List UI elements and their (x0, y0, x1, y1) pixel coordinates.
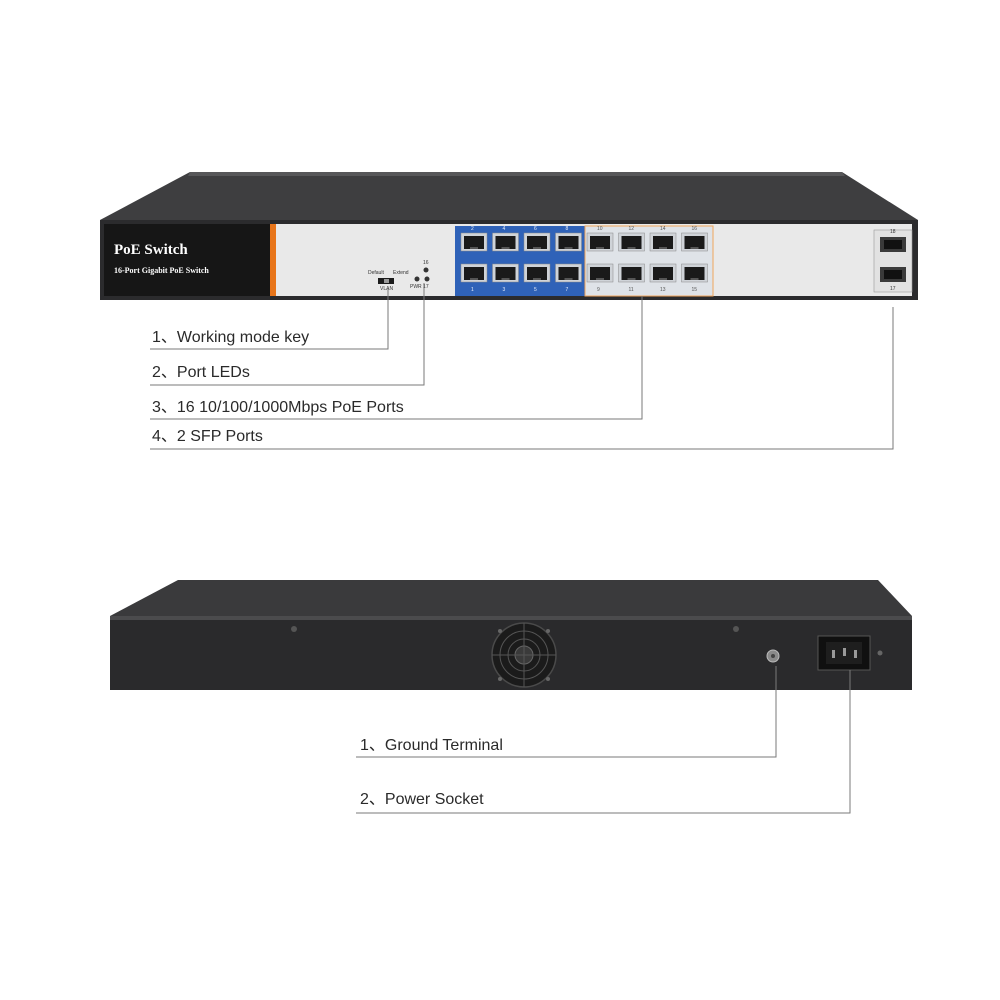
rj45-port-opening (495, 267, 516, 280)
leader-line-mode-key (150, 289, 389, 350)
port-number-label: 7 (565, 287, 569, 293)
rj45-port-opening (590, 267, 610, 280)
rj45-port-opening (621, 267, 642, 280)
port-number-label: 10 (597, 226, 603, 232)
rj45-port-latch (533, 278, 541, 280)
rj45-port-latch (690, 278, 699, 280)
callout-sfp-ports: 4、2 SFP Ports (152, 428, 263, 445)
rear-screw-right (733, 626, 739, 632)
sfp-label-18: 18 (890, 229, 896, 235)
rj45-port-opening (621, 236, 642, 249)
rj45-port-opening (590, 236, 610, 249)
rj45-port-latch (501, 247, 510, 249)
port-number-label: 8 (565, 226, 569, 232)
rj45-port-opening (495, 236, 516, 249)
rj45-port-opening (464, 236, 484, 249)
callout-ground-terminal: 1、Ground Terminal (360, 737, 503, 754)
brand-badge (104, 224, 270, 296)
rj45-port-opening (558, 267, 579, 280)
port-number-label: 12 (628, 226, 635, 232)
port-number-label: 1 (471, 287, 474, 293)
port-number-label: 3 (502, 287, 506, 293)
rj45-port-latch (627, 247, 636, 249)
rj45-port-latch (596, 247, 604, 249)
rj45-port-latch (596, 278, 604, 280)
brand-subtitle: 16-Port Gigabit PoE Switch (114, 266, 209, 275)
rj45-port-grid (460, 232, 708, 283)
rj45-port-latch (501, 278, 510, 280)
leader-line-leds (150, 283, 425, 386)
rear-device-top (110, 580, 912, 616)
led-label-pwr: PWR 17 (410, 284, 429, 290)
leader-line-power (356, 670, 851, 814)
rj45-port-latch (470, 278, 478, 280)
callout-working-mode-key: 1、Working mode key (152, 329, 310, 346)
sfp-label-17: 17 (890, 286, 896, 292)
leader-line-ground (356, 666, 777, 758)
rj45-port-latch (659, 278, 667, 280)
port-number-label: 13 (660, 287, 666, 293)
rj45-port-latch (690, 247, 699, 249)
switch-label-extend: Extend (393, 270, 409, 276)
rj45-port-latch (564, 247, 573, 249)
port-number-label: 9 (597, 287, 600, 293)
rj45-port-latch (533, 247, 541, 249)
front-device-top (100, 172, 918, 220)
rj45-port-opening (558, 236, 579, 249)
port-number-label: 6 (534, 226, 537, 232)
port-number-label: 5 (534, 287, 537, 293)
rj45-port-opening (464, 267, 484, 280)
rj45-port-latch (470, 247, 478, 249)
switch-label-default: Default (368, 270, 384, 276)
rj45-port-latch (564, 278, 573, 280)
leader-line-sfp (150, 307, 894, 450)
port-number-label: 14 (660, 226, 666, 232)
brand-title: PoE Switch (114, 242, 188, 258)
port-number-label: 15 (691, 287, 698, 293)
port-number-label: 4 (502, 226, 506, 232)
leader-line-ports (150, 296, 643, 420)
rj45-port-latch (627, 278, 636, 280)
rj45-port-opening (684, 267, 705, 280)
rear-screw-left (291, 626, 297, 632)
led-16 (423, 267, 429, 273)
callout-port-leds: 2、Port LEDs (152, 364, 250, 381)
callout-power-socket: 2、Power Socket (360, 791, 484, 808)
rj45-port-opening (527, 267, 547, 280)
orange-accent-bar (270, 224, 276, 296)
led-pwr (414, 276, 420, 282)
port-number-label: 16 (691, 226, 698, 232)
port-number-label: 11 (628, 287, 634, 293)
led-label-16: 16 (423, 260, 429, 266)
port-number-label: 2 (471, 226, 474, 232)
rj45-port-latch (659, 247, 667, 249)
switch-label-vlan: VLAN (380, 286, 394, 292)
rj45-port-opening (527, 236, 547, 249)
rj45-port-opening (653, 236, 673, 249)
led-17 (424, 276, 430, 282)
callout-poe-ports: 3、16 10/100/1000Mbps PoE Ports (152, 399, 404, 416)
rj45-port-opening (653, 267, 673, 280)
rj45-port-opening (684, 236, 705, 249)
